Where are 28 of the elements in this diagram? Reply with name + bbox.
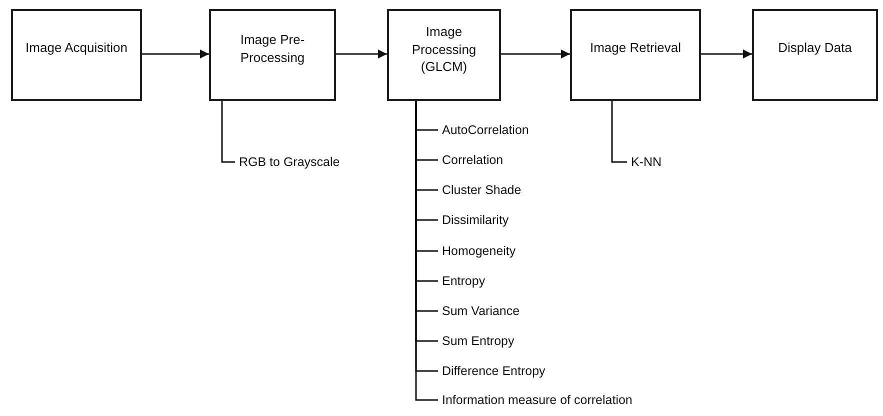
process-box xyxy=(209,9,336,101)
arrow xyxy=(142,50,209,58)
feature-label: AutoCorrelation xyxy=(442,122,529,138)
feature-label: Dissimilarity xyxy=(442,212,509,228)
box-label: Image Acquisition xyxy=(26,39,128,57)
feature-label: Information measure of correlation xyxy=(442,392,632,408)
feature-label: Correlation xyxy=(442,152,504,168)
process-box xyxy=(11,9,142,101)
arrow xyxy=(501,50,570,58)
feature-label: RGB to Grayscale xyxy=(239,154,340,170)
process-box xyxy=(570,9,701,101)
process-box xyxy=(752,9,878,101)
feature-label: K-NN xyxy=(631,154,662,170)
branch-line xyxy=(611,101,627,163)
box-label: Image Processing (GLCM) xyxy=(410,23,478,76)
feature-label: Sum Variance xyxy=(442,303,520,319)
feature-label: Sum Entropy xyxy=(442,333,514,349)
feature-label: Difference Entropy xyxy=(442,363,546,379)
feature-label: Cluster Shade xyxy=(442,182,522,198)
process-box xyxy=(387,9,501,101)
branch-line xyxy=(221,101,235,163)
box-label: Image Pre-Processing xyxy=(239,31,306,66)
feature-label: Entropy xyxy=(442,273,486,289)
box-label: Image Retrieval xyxy=(590,39,682,57)
box-label: Display Data xyxy=(778,39,852,57)
feature-label: Homogeneity xyxy=(442,243,516,259)
arrow xyxy=(701,50,752,58)
arrow xyxy=(336,50,387,58)
